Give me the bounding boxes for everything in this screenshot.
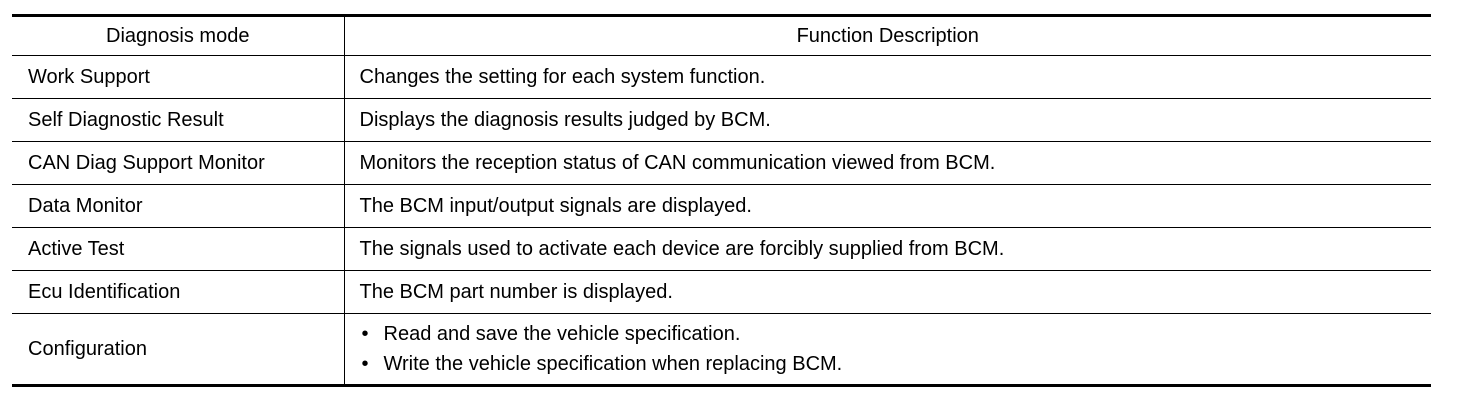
diagnosis-mode-table-container: Diagnosis mode Function Description Work… [12,14,1431,387]
description-cell: The BCM part number is displayed. [344,270,1431,314]
mode-cell: Self Diagnostic Result [12,98,345,142]
description-cell: The BCM input/output signals are display… [344,184,1431,228]
table-row: Ecu Identification The BCM part number i… [12,270,1431,314]
list-item: • Read and save the vehicle specificatio… [360,319,1432,349]
description-cell-configuration: • Read and save the vehicle specificatio… [344,313,1432,387]
table-row: Self Diagnostic Result Displays the diag… [12,98,1431,142]
mode-cell: CAN Diag Support Monitor [12,141,345,185]
header-function-description: Function Description [344,14,1431,56]
mode-cell: Data Monitor [12,184,345,228]
list-item: • Write the vehicle specification when r… [360,349,1432,379]
mode-cell-configuration: Configuration [12,313,345,387]
bullet-text: Write the vehicle specification when rep… [383,353,843,375]
table-row: CAN Diag Support Monitor Monitors the re… [12,141,1431,185]
bullet-text: Read and save the vehicle specification. [383,323,741,345]
mode-cell: Ecu Identification [12,270,345,314]
description-cell: Monitors the reception status of CAN com… [344,141,1431,185]
table-row-configuration: Configuration • Read and save the vehicl… [12,313,1432,387]
table-row: Active Test The signals used to activate… [12,227,1431,271]
bullet-dot-icon: • [361,323,369,345]
mode-cell: Work Support [12,55,345,99]
configuration-bullet-list: • Read and save the vehicle specificatio… [360,319,1432,379]
description-cell: Displays the diagnosis results judged by… [344,98,1431,142]
description-cell: Changes the setting for each system func… [344,55,1431,99]
mode-cell: Active Test [12,227,345,271]
table-header-row: Diagnosis mode Function Description [12,14,1431,56]
diagnosis-mode-table: Diagnosis mode Function Description Work… [12,14,1431,387]
description-cell: The signals used to activate each device… [344,227,1431,271]
bullet-dot-icon: • [361,353,369,375]
table-row: Work Support Changes the setting for eac… [12,55,1431,99]
header-diagnosis-mode: Diagnosis mode [12,14,345,56]
table-row: Data Monitor The BCM input/output signal… [12,184,1431,228]
